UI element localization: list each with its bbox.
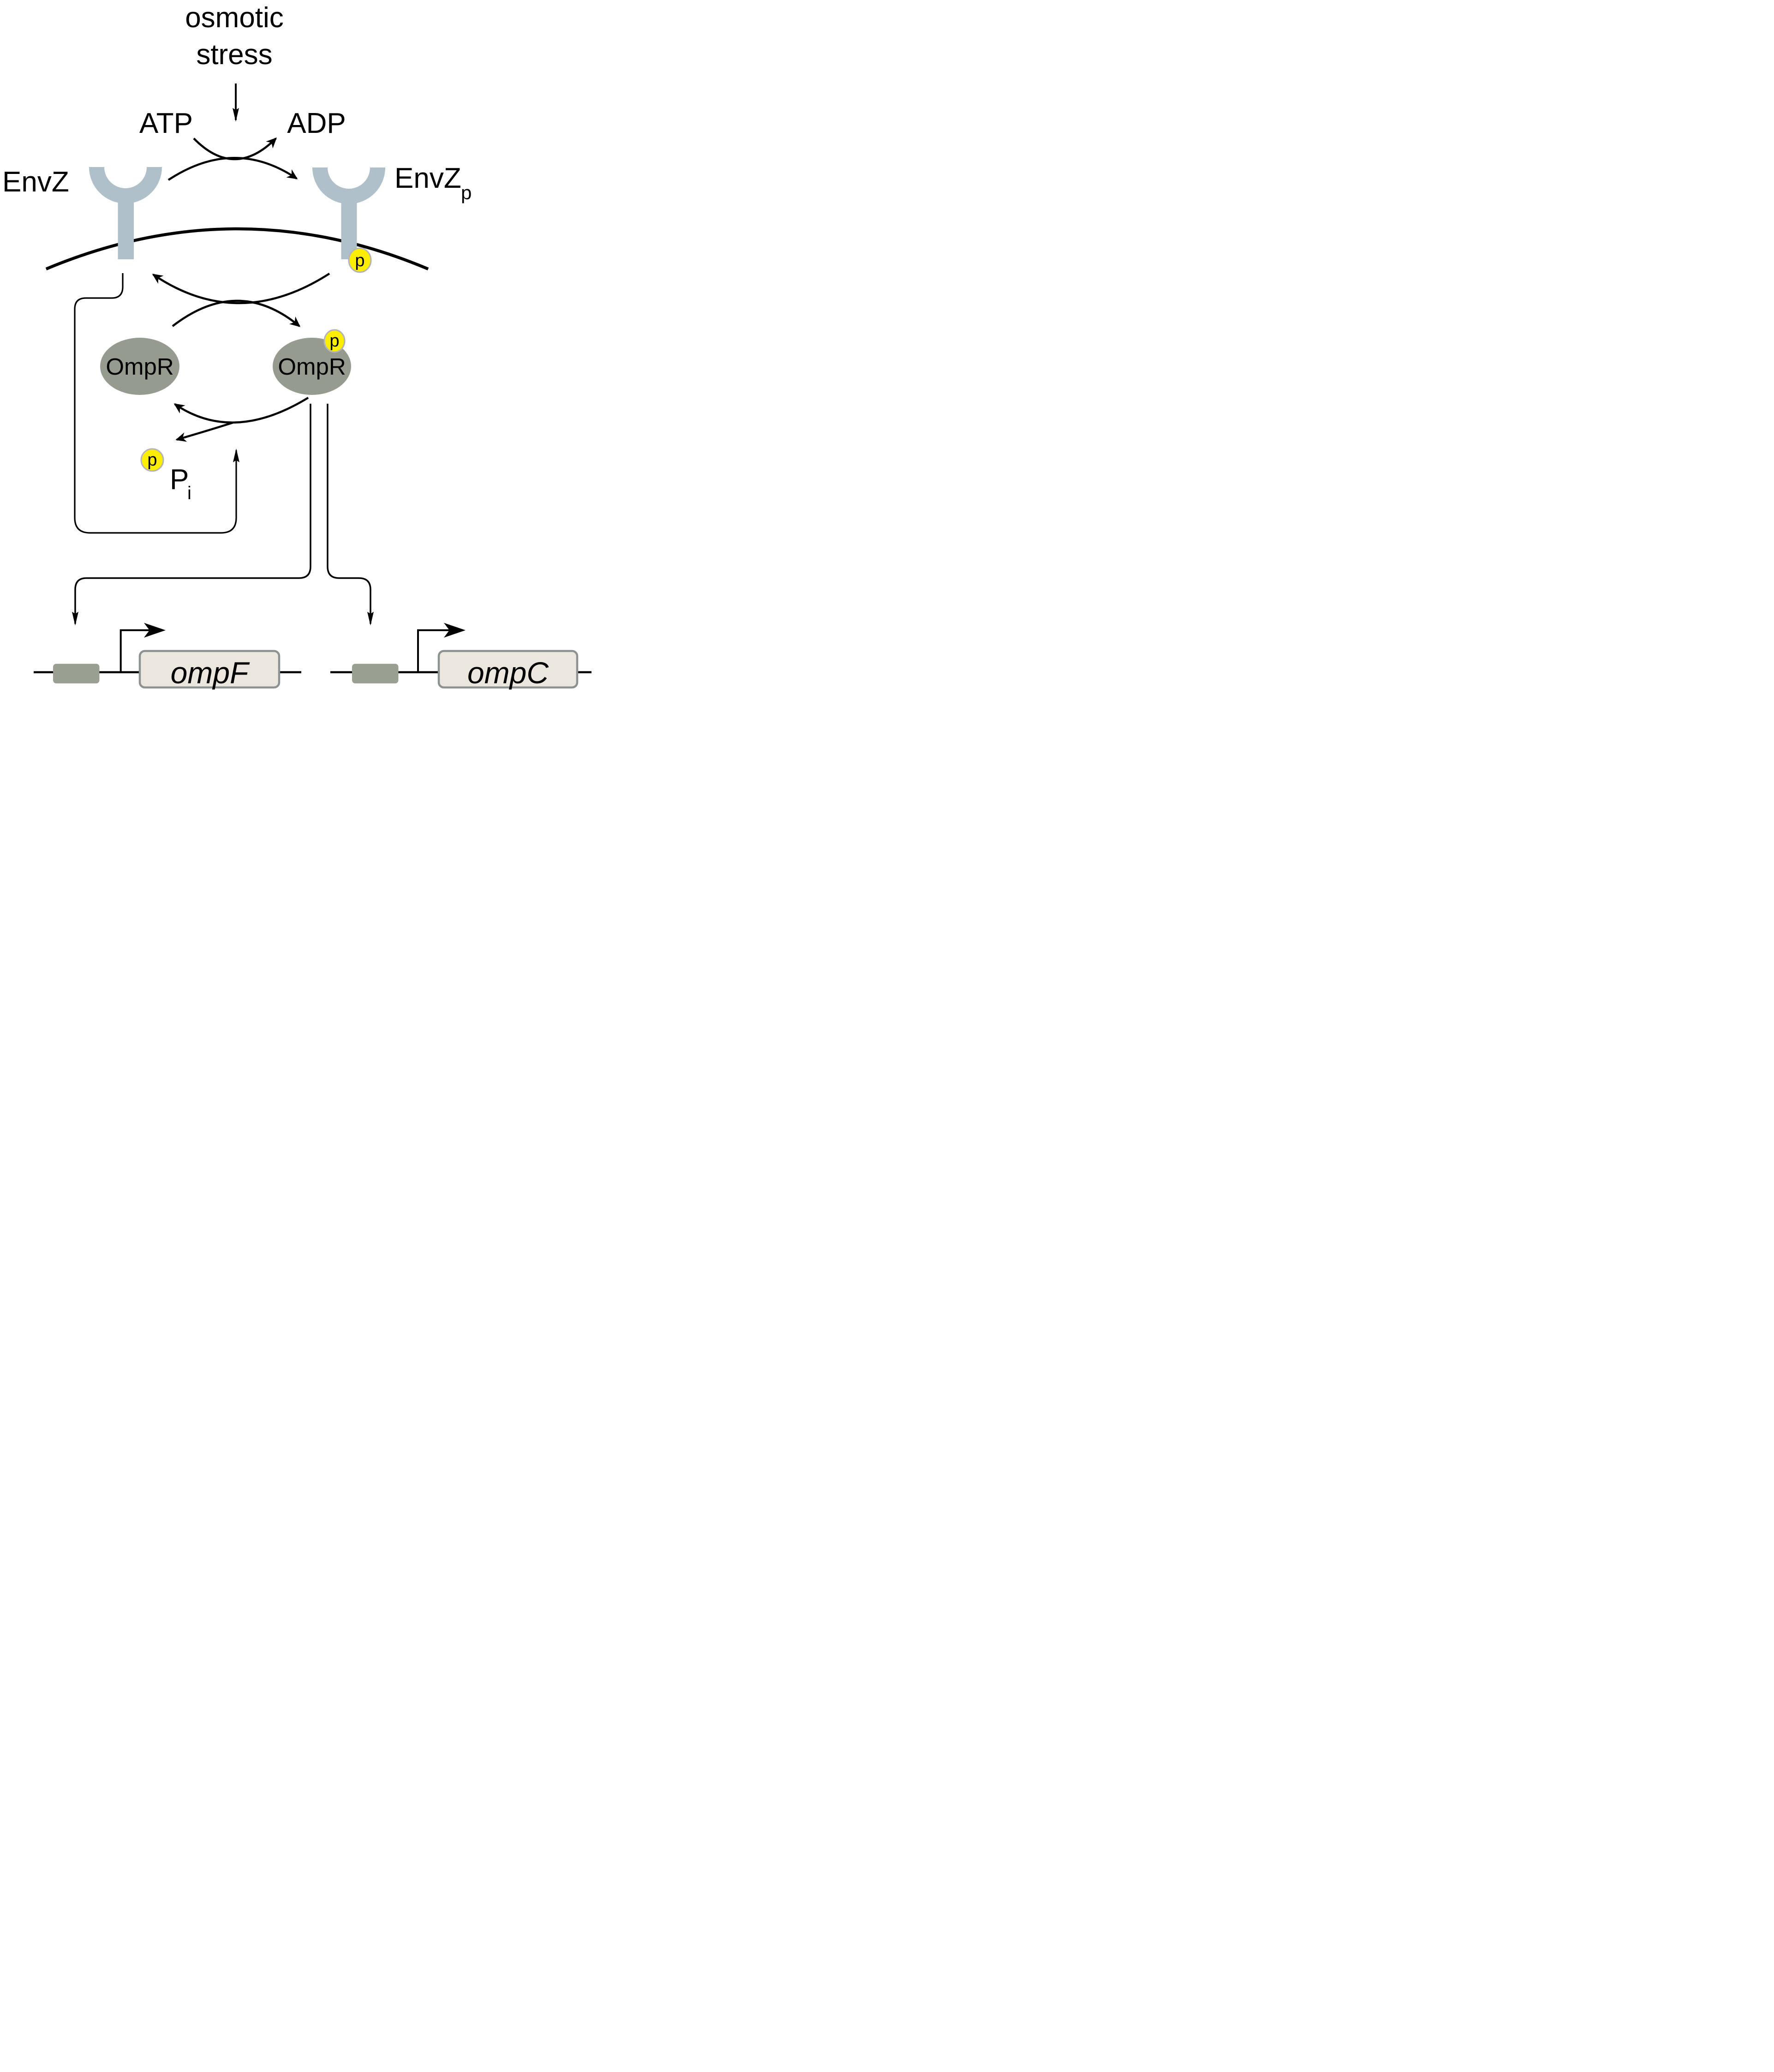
ompf-operator-box [53,663,100,684]
signaling-pathway-figure: osmotic stress ATP ADP EnvZ EnvZ p p Omp… [0,0,591,691]
pi-phosphate-circle [140,448,164,472]
envz-phosphatase-feedback-path [74,273,239,534]
pi-label: P [170,464,189,496]
envzp-to-envz-arc [152,273,330,305]
envzp-phosphate-circle [348,247,372,273]
phosphate-release-arc [175,421,233,442]
ompf-gene-label: ompF [171,656,250,690]
ompr-to-omprp-arc [172,299,301,327]
adp-label: ADP [287,107,346,139]
ompc-operator-box [352,663,399,684]
ompc-gene-label: ompC [467,656,549,690]
omprp-to-ompr-arc [173,397,309,424]
ompr-ellipse [100,338,179,395]
envz-receptor-stem [118,198,134,259]
ompf-gene-box [138,650,281,689]
ompc-promoter-arrowhead [444,623,466,638]
atp-to-adp-arc [193,137,277,161]
envzp-receptor-cup [312,167,385,204]
omprp-phosphate-letter: p [329,331,339,351]
omprp-to-ompc-operator-arrow [327,404,374,626]
ompf-locus: ompF [34,623,301,690]
envzp-receptor [312,167,385,259]
envz-receptor [89,167,162,259]
omprp-label: OmpR [278,353,346,380]
membrane-curve [45,227,429,270]
pi-phosphate-letter: p [147,450,157,470]
ompc-locus: ompC [330,623,591,690]
osmotic-stress-label-line1: osmotic [185,2,284,34]
envz-ompr-diagram: osmotic stress ATP ADP EnvZ EnvZ p p Omp… [2,2,591,690]
envzp-label: EnvZ [394,162,461,194]
ompc-gene-box [437,650,579,689]
envzp-phosphate-letter: p [355,251,364,270]
omprp-phosphate-circle [323,329,346,353]
envz-receptor-cup [89,167,162,203]
ompf-promoter-arrowhead [144,623,166,638]
omprp-to-ompf-operator-arrow [72,404,311,626]
envz-label: EnvZ [2,166,69,198]
atp-label: ATP [139,107,193,139]
ompf-promoter-arrow-line [119,629,149,672]
pi-label-subscript: i [187,483,191,503]
ompr-label: OmpR [106,353,173,380]
osmotic-stress-label-line2: stress [196,39,272,71]
ompc-promoter-arrow-line [417,629,449,672]
envzp-label-subscript: p [461,182,472,203]
envz-to-envzp-arc [167,157,298,181]
